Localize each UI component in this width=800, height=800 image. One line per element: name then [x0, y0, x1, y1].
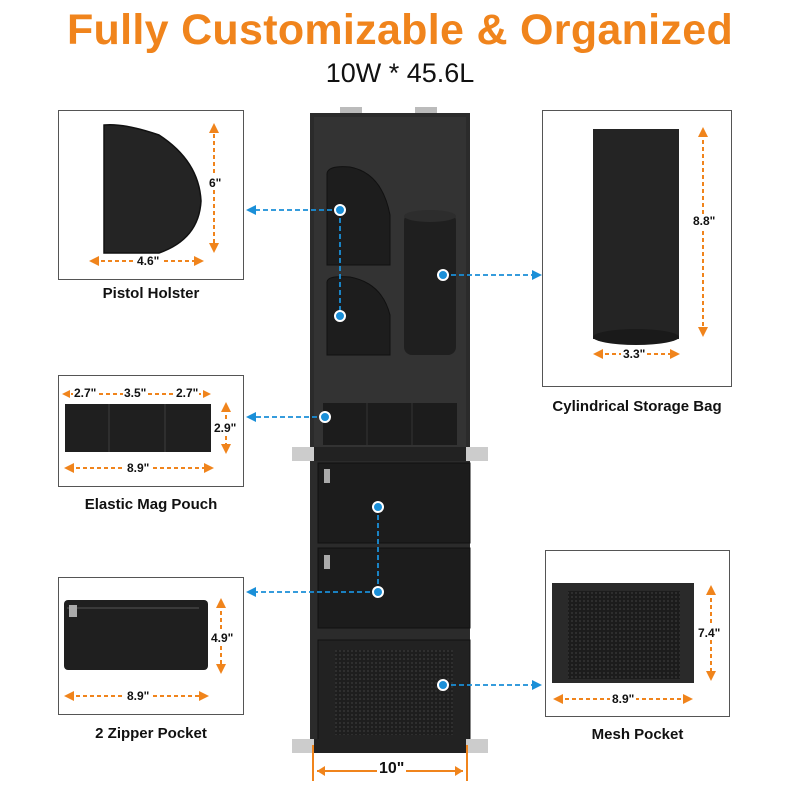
mesh-pocket-height: 7.4" [698, 626, 721, 640]
page-subtitle: 10W * 45.6L [325, 58, 475, 88]
zipper-pocket-label: 2 Zipper Pocket [95, 725, 207, 742]
mag-pouch-seg3: 2.7" [175, 386, 200, 400]
organizer-image [292, 107, 488, 753]
mag-pouch-width: 8.9" [125, 461, 152, 475]
organizer-width-label: 10" [377, 760, 407, 778]
zipper-pocket-width: 8.9" [125, 689, 152, 703]
mesh-pocket-panel: 7.4" 8.9" [545, 550, 730, 717]
mesh-pocket-label: Mesh Pocket [591, 726, 684, 743]
zipper-pocket-height: 4.9" [211, 631, 234, 645]
mag-pouch-seg2: 3.5" [123, 386, 148, 400]
zipper-pocket-panel: 4.9" 8.9" [58, 577, 244, 715]
mag-pouch-seg1: 2.7" [73, 386, 98, 400]
cylindrical-bag-width: 3.3" [621, 347, 648, 361]
page-title: Fully Customizable & Organized [66, 6, 734, 54]
pistol-holster-height: 6" [209, 176, 222, 190]
pistol-holster-width: 4.6" [135, 254, 162, 268]
pistol-holster-image [89, 123, 219, 266]
mag-pouch-height: 2.9" [214, 421, 237, 435]
cylindrical-bag-image [593, 127, 708, 359]
cylindrical-bag-panel: 8.8" 3.3" [542, 110, 732, 387]
zipper-pocket-image [64, 598, 226, 701]
cylindrical-bag-label: Cylindrical Storage Bag [552, 398, 722, 415]
mag-pouch-label: Elastic Mag Pouch [84, 496, 218, 513]
pistol-holster-label: Pistol Holster [102, 285, 200, 302]
mesh-pocket-image [552, 583, 716, 704]
mesh-pocket-width: 8.9" [610, 692, 637, 706]
cylindrical-bag-height: 8.8" [693, 214, 716, 228]
mag-pouch-panel: 2.7" 3.5" 2.7" 2.9" 8.9" [58, 375, 244, 487]
pistol-holster-panel: 6" 4.6" [58, 110, 244, 280]
